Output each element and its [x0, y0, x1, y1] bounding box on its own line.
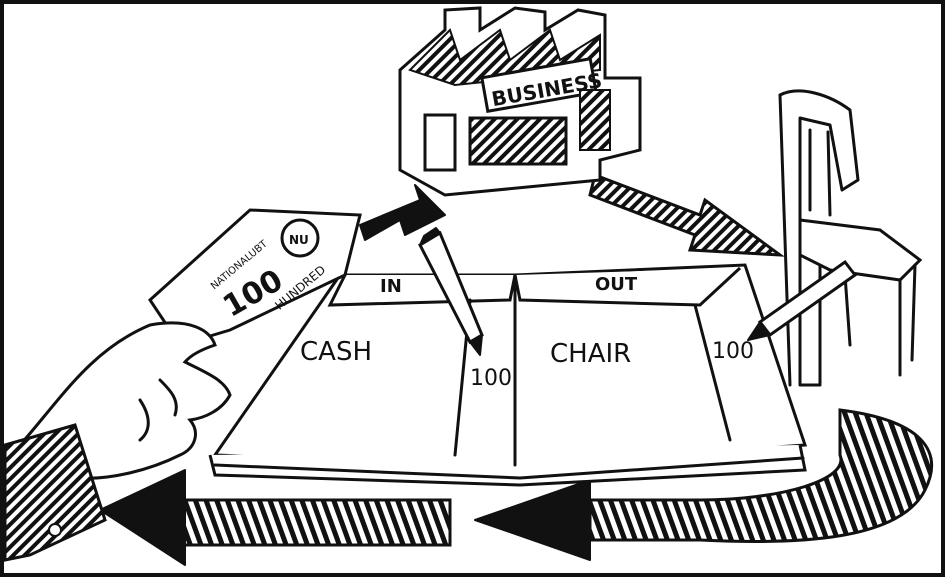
arrow-left-icon: [100, 470, 185, 565]
ledger-in-entry: CASH: [300, 337, 372, 367]
business-building: BUSINESS: [400, 8, 640, 195]
banknote-emblem-text: NU: [289, 233, 309, 247]
chair: [780, 91, 920, 385]
building-door: [425, 115, 455, 170]
ledger-in-heading: IN: [380, 276, 402, 297]
arrow-to-chair-icon: [590, 175, 780, 255]
ledger-out-heading: OUT: [595, 274, 638, 295]
building-windows: [470, 118, 566, 164]
ledger-left-header: [330, 275, 515, 305]
arrow-left-icon: [475, 480, 590, 560]
ledger-in-amount: 100: [470, 366, 512, 391]
cufflink-icon: [49, 524, 61, 536]
ledger-out-entry: CHAIR: [550, 339, 631, 369]
ledger-out-amount: 100: [712, 339, 754, 364]
